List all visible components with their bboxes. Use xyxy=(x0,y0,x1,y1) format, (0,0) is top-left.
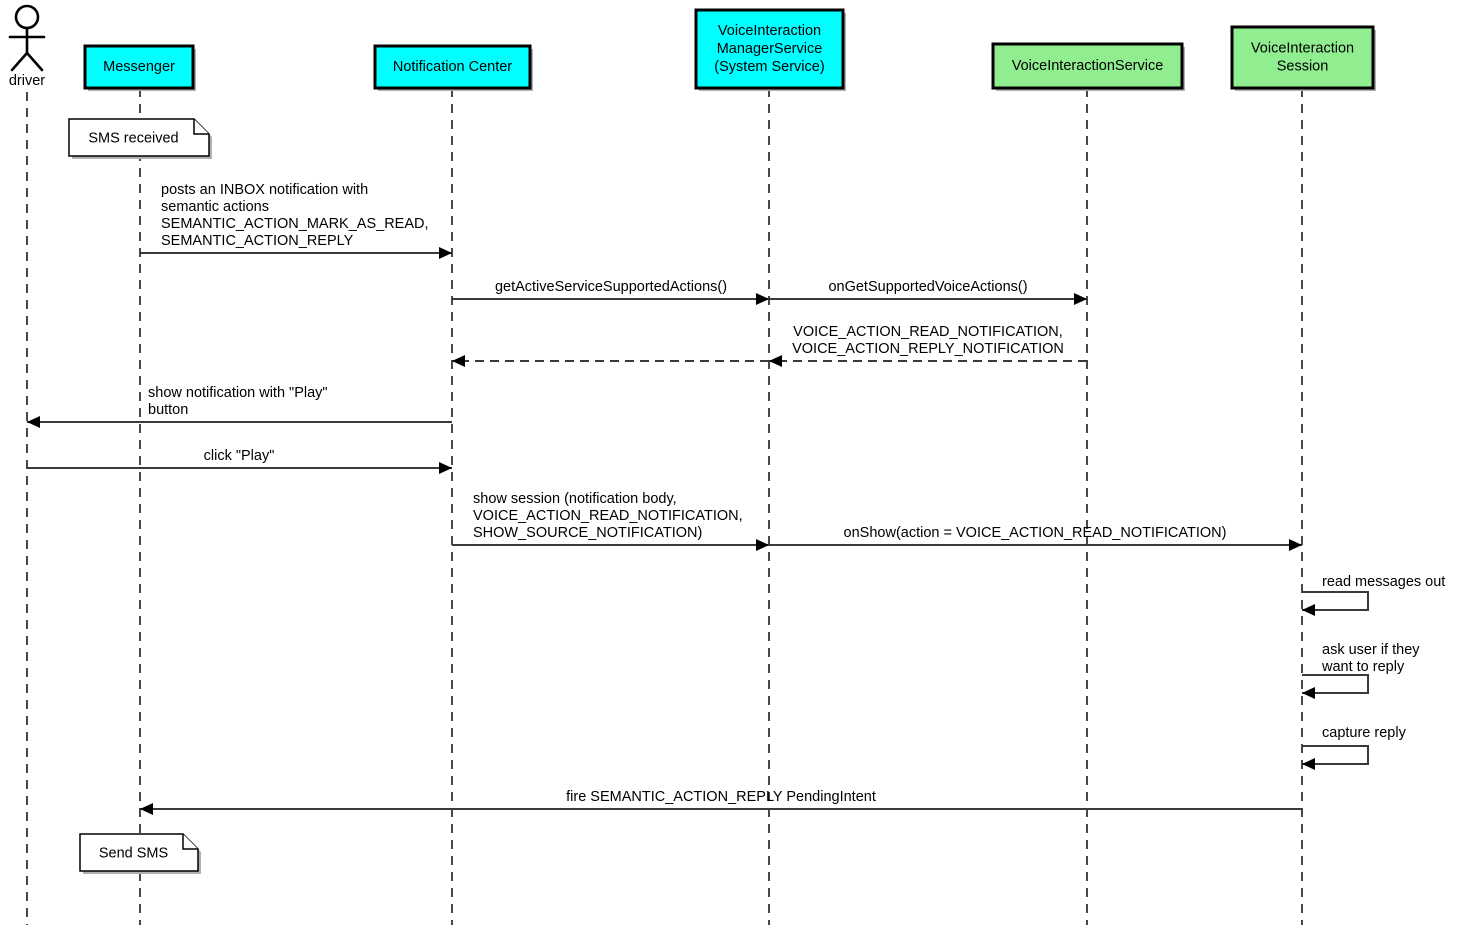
participant-box-messenger[interactable] xyxy=(83,44,195,90)
participant-label-voice-interaction-manager-service: ManagerService xyxy=(717,41,823,57)
actor-label: driver xyxy=(9,73,45,89)
message-label: VOICE_ACTION_READ_NOTIFICATION, xyxy=(793,324,1063,340)
participant-label-notification-center: Notification Center xyxy=(393,59,512,75)
msg-click-play[interactable]: click "Play" xyxy=(27,448,452,474)
actor-leg-right-icon xyxy=(25,51,44,72)
note-label: SMS received xyxy=(88,131,178,147)
message-label: fire SEMANTIC_ACTION_REPLY PendingIntent xyxy=(566,789,876,805)
note-label: Send SMS xyxy=(99,846,168,862)
msg-show-session[interactable]: show session (notification body,VOICE_AC… xyxy=(452,491,769,551)
participant-box-voice-interaction-service[interactable] xyxy=(991,42,1184,90)
msg-show-notification-with-play[interactable]: show notification with "Play"button xyxy=(27,385,452,428)
msg-on-show[interactable]: onShow(action = VOICE_ACTION_READ_NOTIFI… xyxy=(769,525,1302,551)
msg-return-voice-actions-to-notification-center[interactable] xyxy=(452,355,769,367)
self-read-messages-out[interactable]: read messages out xyxy=(1302,574,1445,616)
self-capture-reply[interactable]: capture reply xyxy=(1302,725,1407,770)
message-label: show notification with "Play" xyxy=(148,385,328,401)
participant-box-notification-center[interactable] xyxy=(373,44,532,90)
message-label: SEMANTIC_ACTION_REPLY xyxy=(161,233,354,249)
self-message-label: want to reply xyxy=(1321,659,1405,675)
arrow-head-icon xyxy=(27,416,40,428)
participant-box-voice-interaction-manager-service[interactable] xyxy=(694,8,845,90)
message-label: click "Play" xyxy=(204,448,275,464)
messages-group: posts an INBOX notification withsemantic… xyxy=(27,182,1302,815)
arrow-head-icon xyxy=(140,803,153,815)
actor-leg-left-icon xyxy=(10,51,29,72)
self-message-label: ask user if they xyxy=(1322,642,1420,658)
arrow-head-icon xyxy=(439,462,452,474)
participant-label-voice-interaction-session: Session xyxy=(1277,58,1329,74)
self-message-label: read messages out xyxy=(1322,574,1445,590)
arrow-head-icon xyxy=(1302,687,1315,699)
arrow-head-icon xyxy=(1302,604,1315,616)
arrow-head-icon xyxy=(1302,758,1315,770)
arrow-head-icon xyxy=(1074,293,1087,305)
note-send-sms xyxy=(79,833,199,872)
arrow-head-icon xyxy=(756,539,769,551)
message-label: VOICE_ACTION_READ_NOTIFICATION, xyxy=(473,508,743,524)
self-message-label: capture reply xyxy=(1322,725,1407,741)
message-label: getActiveServiceSupportedActions() xyxy=(495,279,727,295)
message-label: semantic actions xyxy=(161,199,269,215)
arrow-head-icon xyxy=(439,247,452,259)
arrow-head-icon xyxy=(769,355,782,367)
message-label: posts an INBOX notification with xyxy=(161,182,368,198)
msg-on-get-supported-voice-actions[interactable]: onGetSupportedVoiceActions() xyxy=(769,279,1087,305)
participant-label-voice-interaction-manager-service: (System Service) xyxy=(714,59,824,75)
message-label: show session (notification body, xyxy=(473,491,677,507)
self-message-line xyxy=(1302,674,1369,694)
msg-get-active-service-supported-actions[interactable]: getActiveServiceSupportedActions() xyxy=(452,279,769,305)
participant-label-voice-interaction-service: VoiceInteractionService xyxy=(1012,58,1164,74)
participant-label-voice-interaction-manager-service: VoiceInteraction xyxy=(718,23,821,39)
self-message-line xyxy=(1302,591,1369,611)
message-label: onGetSupportedVoiceActions() xyxy=(828,279,1027,295)
note-fold-icon xyxy=(193,119,209,135)
participant-label-voice-interaction-session: VoiceInteraction xyxy=(1251,40,1354,56)
actor-group: driver xyxy=(8,4,46,89)
arrow-head-icon xyxy=(452,355,465,367)
message-label: onShow(action = VOICE_ACTION_READ_NOTIFI… xyxy=(844,525,1227,541)
msg-return-voice-actions-to-vims[interactable]: VOICE_ACTION_READ_NOTIFICATION,VOICE_ACT… xyxy=(769,324,1087,367)
message-label: SEMANTIC_ACTION_MARK_AS_READ, xyxy=(161,216,429,232)
arrow-head-icon xyxy=(1289,539,1302,551)
arrow-head-icon xyxy=(756,293,769,305)
message-label: button xyxy=(148,402,188,418)
participant-label-messenger: Messenger xyxy=(103,59,175,75)
msg-fire-semantic-action-reply-pending-intent[interactable]: fire SEMANTIC_ACTION_REPLY PendingIntent xyxy=(140,789,1302,815)
lifelines-group xyxy=(26,88,1303,925)
message-label: VOICE_ACTION_REPLY_NOTIFICATION xyxy=(792,341,1064,357)
msg-post-inbox-notification[interactable]: posts an INBOX notification withsemantic… xyxy=(140,182,452,259)
actor-head-icon xyxy=(14,4,40,30)
self-message-line xyxy=(1302,745,1369,765)
participants-group: Messenger Notification Center VoiceInterac… xyxy=(83,8,1376,91)
note-fold-icon xyxy=(182,834,198,850)
note-sms-received xyxy=(68,118,210,157)
message-label: SHOW_SOURCE_NOTIFICATION) xyxy=(473,525,702,541)
participant-box-voice-interaction-session[interactable] xyxy=(1230,25,1375,90)
